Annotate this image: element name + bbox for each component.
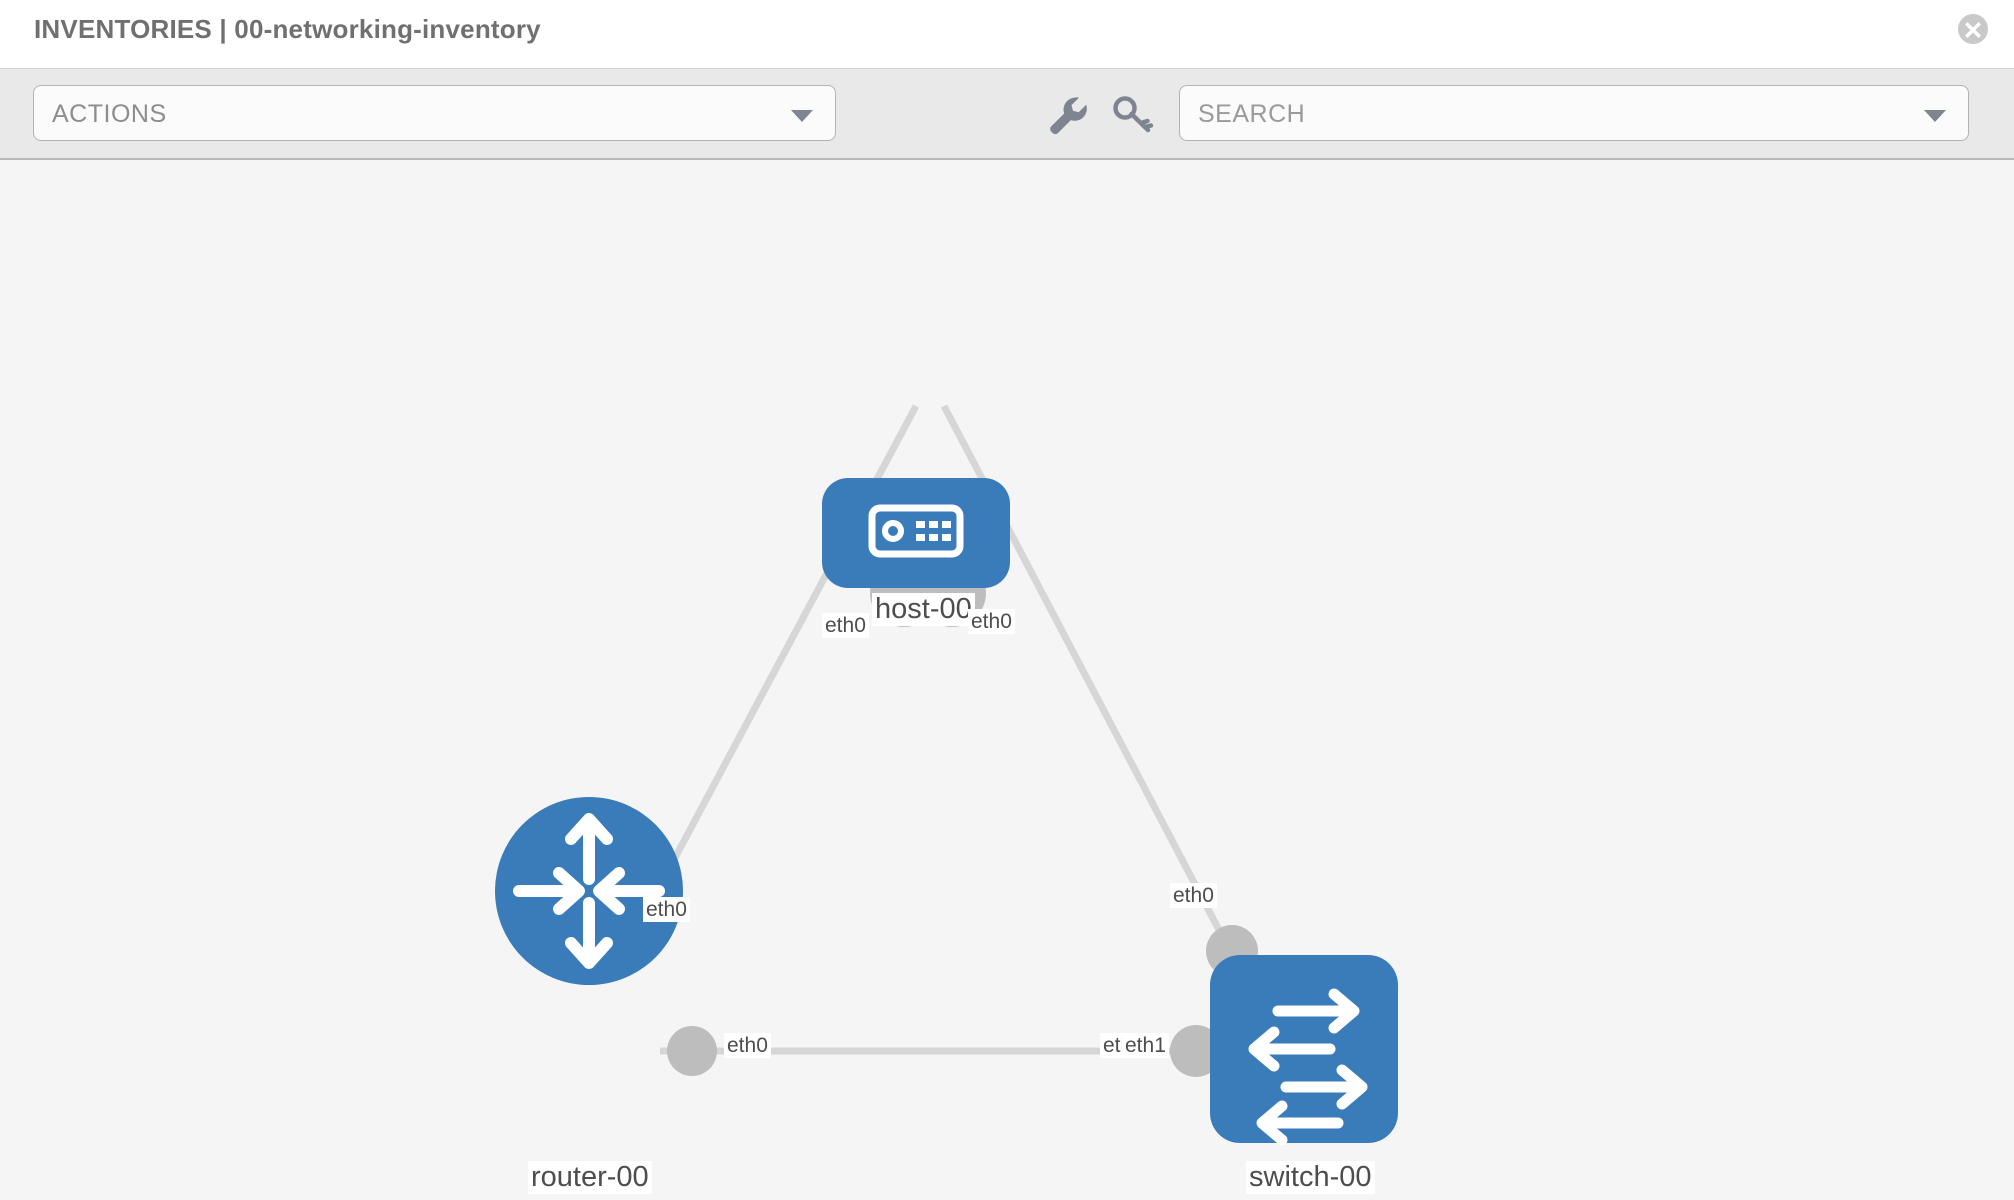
server-icon	[868, 504, 964, 558]
edge-label-host-eth0-right: eth0	[968, 609, 1015, 634]
chevron-down-icon	[791, 110, 813, 122]
topology-canvas[interactable]: host-00 router-00 switch-00 eth0 eth0 et…	[0, 161, 2014, 1200]
page-header: INVENTORIES | 00-networking-inventory	[0, 0, 2014, 68]
edge-label-switch-eth1-west: eth1	[1122, 1033, 1169, 1058]
node-label-router-00: router-00	[528, 1161, 652, 1194]
search-placeholder: SEARCH	[1198, 100, 1306, 128]
search-input[interactable]: SEARCH	[1179, 85, 1969, 141]
connector-router-east	[667, 1026, 717, 1076]
node-switch-00	[1210, 955, 1398, 1146]
topology-graph	[495, 404, 1398, 1146]
edge-label-router-eth0-east: eth0	[724, 1033, 771, 1058]
node-label-host-00: host-00	[872, 593, 975, 626]
node-router-00-shape	[495, 797, 683, 985]
wrench-icon[interactable]	[1043, 91, 1089, 137]
key-icon[interactable]	[1109, 91, 1155, 137]
node-host-00	[822, 478, 1010, 588]
router-icon	[513, 813, 665, 969]
chevron-down-icon	[1924, 110, 1946, 122]
edge-label-switch-eth0-north: eth0	[1170, 883, 1217, 908]
node-router-00	[495, 797, 683, 985]
edge-label-router-eth0-north: eth0	[643, 897, 690, 922]
toolbar: ACTIONS SEARCH	[0, 68, 2014, 160]
node-label-switch-00: switch-00	[1246, 1161, 1375, 1194]
actions-dropdown[interactable]: ACTIONS	[33, 85, 836, 141]
connector-switch-west	[1170, 1025, 1222, 1077]
actions-dropdown-label: ACTIONS	[52, 100, 167, 128]
page-title: INVENTORIES | 00-networking-inventory	[34, 14, 541, 44]
switch-icon	[1248, 988, 1368, 1146]
graph-connectors	[667, 559, 1258, 1077]
edge-label-host-eth0-left: eth0	[822, 613, 869, 638]
node-host-00-shape	[822, 478, 1010, 588]
close-icon[interactable]	[1958, 14, 1988, 44]
